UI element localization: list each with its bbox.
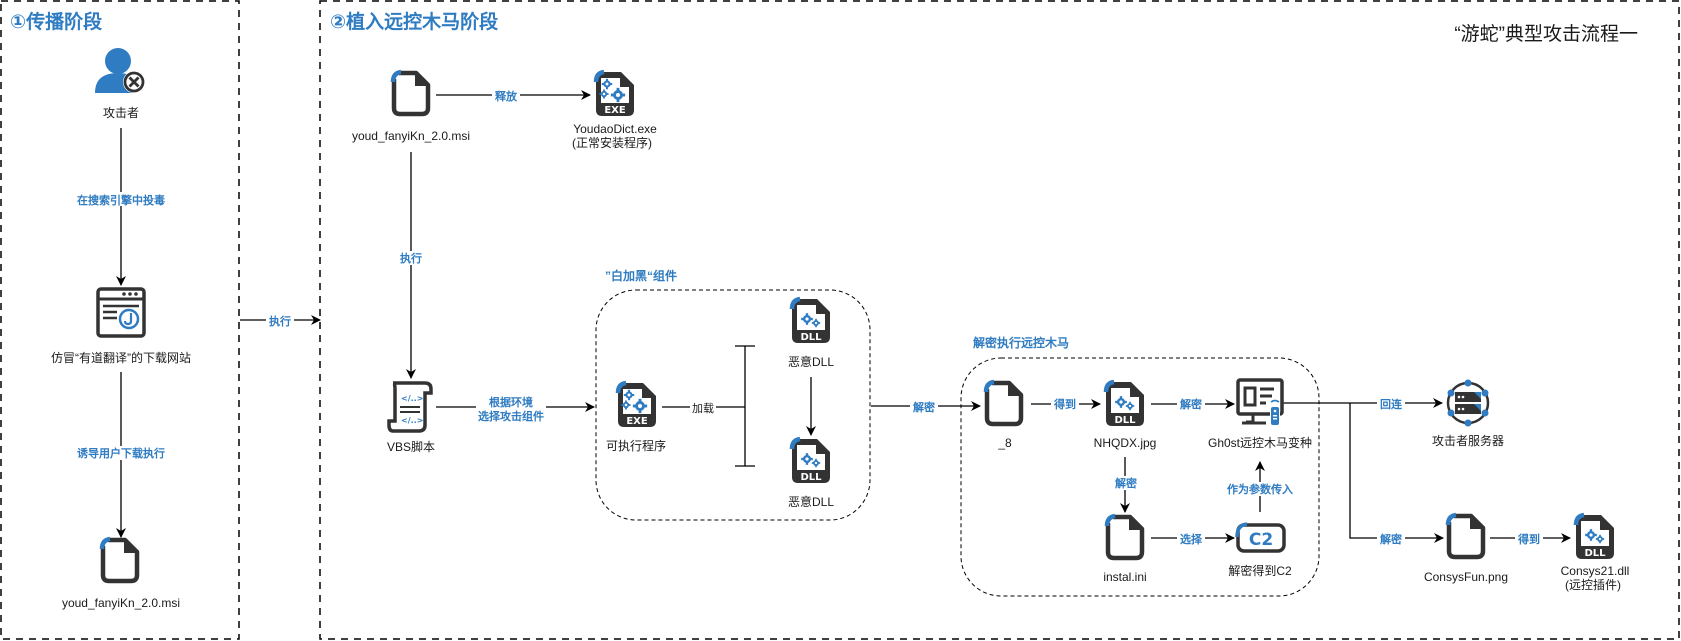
diagram-title: “游蛇”典型攻击流程一	[1454, 23, 1638, 45]
web-page-icon	[96, 287, 146, 338]
dll-file-icon: DLL	[792, 299, 830, 343]
edge-decrypt-instal-label: 解密	[1115, 476, 1137, 490]
dll-bottom-label: 恶意DLL	[788, 494, 834, 509]
phase1-title: ①传播阶段	[10, 10, 103, 33]
node-vbs[interactable]: </..> </..> VBS脚本	[387, 381, 435, 454]
edge-exec-cross-label: 执行	[269, 314, 291, 328]
decrypt-exec-group	[960, 357, 1320, 597]
node-fake-site[interactable]: 仿冒“有道翻译”的下载网站	[51, 287, 191, 365]
edge-callback-label: 回连	[1380, 397, 1403, 411]
white-black-group-title: ”白加黑“组件	[605, 268, 677, 283]
edge-decrypt-consys	[1349, 403, 1444, 543]
node-server[interactable]: 攻击者服务器	[1432, 379, 1504, 449]
node-consysfun[interactable]: ConsysFun.png	[1424, 515, 1508, 584]
dll-file-icon: DLL	[792, 439, 830, 483]
edge-decrypt-consys-label: 解密	[1380, 532, 1402, 546]
svg-text:C2: C2	[1249, 530, 1273, 550]
node-c2[interactable]: C2 解密得到C2	[1228, 522, 1292, 578]
exe-label: 可执行程序	[606, 438, 666, 453]
remote-control-monitor-icon	[1236, 378, 1284, 426]
instal-label: instal.ini	[1103, 570, 1146, 584]
svg-text:DLL: DLL	[800, 472, 822, 483]
edge-choose-label-1: 根据环境	[489, 395, 533, 409]
dll-file-icon: DLL	[1576, 515, 1614, 559]
edge-as-param-label: 作为参数传入	[1227, 482, 1293, 496]
phase2-container	[319, 0, 1680, 640]
svg-text:</..>: </..>	[401, 416, 423, 425]
phase1-container	[0, 0, 240, 640]
consys21-label: Consys21.dll	[1561, 564, 1630, 578]
dll-file-icon: DLL	[1106, 382, 1144, 426]
node-attacker[interactable]: 攻击者	[95, 48, 145, 120]
youdao-exe-sublabel: (正常安装程序)	[572, 135, 652, 150]
white-black-group	[595, 289, 871, 521]
svg-text:EXE: EXE	[626, 416, 648, 427]
exe-file-icon: EXE	[596, 72, 634, 116]
phase2-title: ②植入远控木马阶段	[330, 10, 499, 33]
edge-release-label: 释放	[495, 89, 518, 103]
youdao-exe-label: YoudaoDict.exe	[573, 122, 657, 136]
node-dll-top[interactable]: DLL 恶意DLL	[788, 299, 834, 369]
edge-induce-label: 诱导用户下载执行	[77, 446, 165, 460]
edge-choose-label-2: 选择攻击组件	[478, 409, 544, 423]
c2-icon: C2	[1235, 522, 1286, 553]
edge-decrypt-gh0st-label: 解密	[1180, 397, 1202, 411]
node-consys21[interactable]: DLL Consys21.dll (远控插件)	[1561, 515, 1630, 592]
server-network-icon	[1446, 379, 1490, 427]
edge-exec-vbs-label: 执行	[400, 251, 422, 265]
decrypt-exec-group-title: 解密执行远控木马	[973, 335, 1069, 350]
svg-text:DLL: DLL	[1584, 548, 1606, 559]
exe-file-icon: EXE	[618, 383, 656, 427]
edge-decrypt-main-label: 解密	[913, 400, 935, 414]
fake-site-label: 仿冒“有道翻译”的下载网站	[51, 350, 191, 365]
node-instal[interactable]: instal.ini	[1103, 516, 1147, 584]
edge-get-nhqdx-label: 得到	[1053, 397, 1076, 411]
svg-text:EXE: EXE	[604, 105, 626, 116]
file-8-label: _8	[997, 436, 1012, 450]
msi-phase2-label: youd_fanyiKn_2.0.msi	[352, 129, 470, 143]
attacker-user-icon	[95, 48, 145, 93]
edge-poison-label: 在搜索引擎中投毒	[77, 193, 165, 207]
svg-text:DLL: DLL	[800, 332, 822, 343]
node-nhqdx[interactable]: DLL NHQDX.jpg	[1094, 382, 1157, 450]
edge-get-consys21-label: 得到	[1517, 532, 1540, 546]
file-icon	[1107, 516, 1142, 558]
script-scroll-icon: </..> </..>	[387, 381, 433, 433]
file-icon	[393, 72, 428, 114]
vbs-label: VBS脚本	[387, 439, 435, 454]
msi-phase1-label: youd_fanyiKn_2.0.msi	[62, 596, 180, 610]
edge-select-c2-label: 选择	[1180, 532, 1203, 546]
svg-text:DLL: DLL	[1114, 415, 1136, 426]
file-icon	[986, 382, 1021, 424]
node-gh0st[interactable]: Gh0st远控木马变种	[1208, 378, 1312, 450]
edge-load-label: 加载	[692, 402, 714, 415]
gh0st-label: Gh0st远控木马变种	[1208, 435, 1312, 450]
node-file-8[interactable]: _8	[986, 382, 1021, 450]
server-label: 攻击者服务器	[1432, 433, 1504, 448]
c2-label: 解密得到C2	[1228, 563, 1292, 578]
attacker-label: 攻击者	[103, 106, 139, 120]
file-icon	[1448, 515, 1483, 557]
dll-top-label: 恶意DLL	[788, 354, 834, 369]
node-msi-phase2[interactable]: youd_fanyiKn_2.0.msi	[352, 72, 470, 143]
node-youdao-exe[interactable]: EXE YoudaoDict.exe (正常安装程序)	[572, 72, 657, 150]
file-icon	[102, 539, 137, 581]
consysfun-label: ConsysFun.png	[1424, 570, 1508, 584]
nhqdx-label: NHQDX.jpg	[1094, 436, 1157, 450]
node-msi-phase1[interactable]: youd_fanyiKn_2.0.msi	[62, 539, 180, 610]
node-exe[interactable]: EXE 可执行程序	[606, 383, 666, 453]
svg-text:</..>: </..>	[401, 394, 423, 403]
consys21-sublabel: (远控插件)	[1565, 578, 1621, 592]
node-dll-bottom[interactable]: DLL 恶意DLL	[788, 439, 834, 509]
